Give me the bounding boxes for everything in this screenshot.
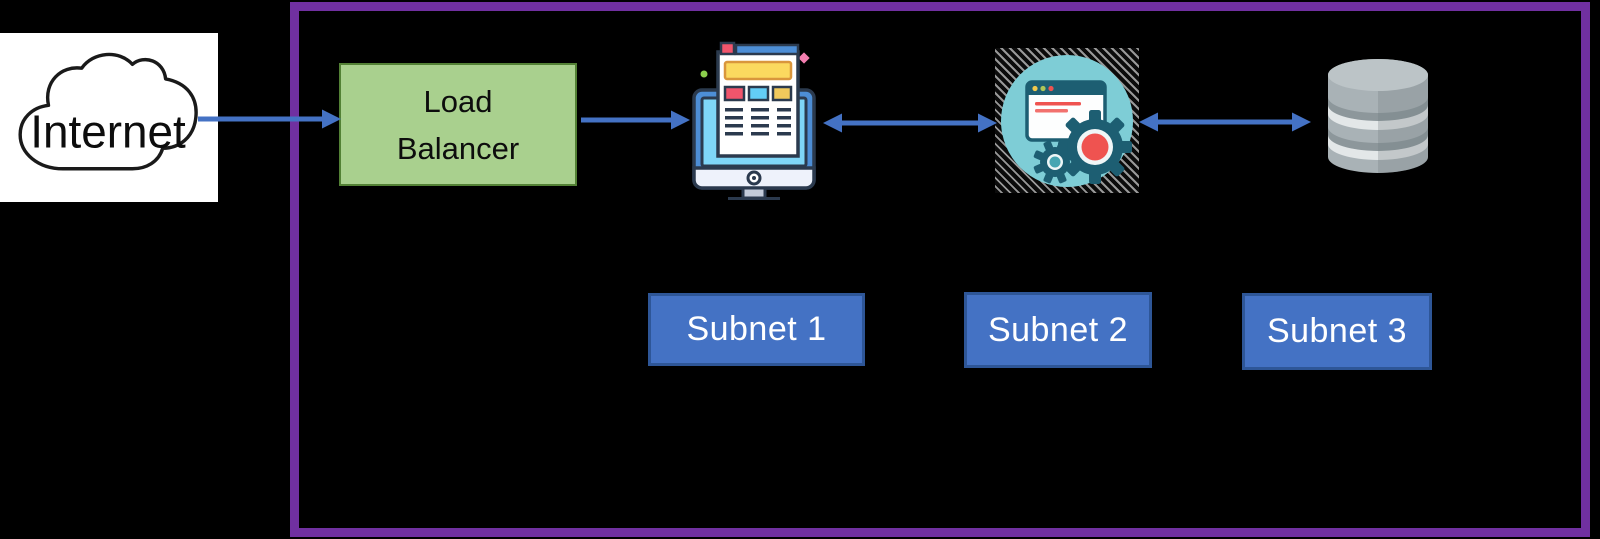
app-server-gears-icon bbox=[995, 48, 1139, 193]
database-cylinder-icon bbox=[1322, 53, 1434, 179]
load-balancer-node: Load Balancer bbox=[339, 63, 577, 186]
subnet-3-label: Subnet 3 bbox=[1266, 312, 1408, 350]
internet-node: Internet bbox=[0, 33, 218, 202]
subnet-1-label: Subnet 1 bbox=[686, 310, 827, 348]
arrow-load-balancer-to-web-server bbox=[579, 108, 691, 132]
arrow-web-server-app-server-bidirectional bbox=[822, 111, 998, 135]
subnet-2-label-box: Subnet 2 bbox=[964, 292, 1152, 368]
load-balancer-label-line2: Balancer bbox=[396, 130, 520, 166]
arrow-internet-to-load-balancer bbox=[196, 107, 342, 131]
load-balancer-label-line1: Load bbox=[423, 83, 493, 119]
cloud-outline-icon: Internet bbox=[18, 52, 198, 170]
vpc-boundary-box bbox=[290, 2, 1590, 537]
web-server-monitor-icon bbox=[688, 40, 820, 200]
arrow-app-server-database-bidirectional bbox=[1138, 110, 1312, 134]
subnet-1-label-box: Subnet 1 bbox=[648, 293, 865, 366]
internet-label: Internet bbox=[30, 105, 186, 157]
subnet-3-label-box: Subnet 3 bbox=[1242, 293, 1432, 370]
subnet-2-label: Subnet 2 bbox=[987, 310, 1129, 349]
